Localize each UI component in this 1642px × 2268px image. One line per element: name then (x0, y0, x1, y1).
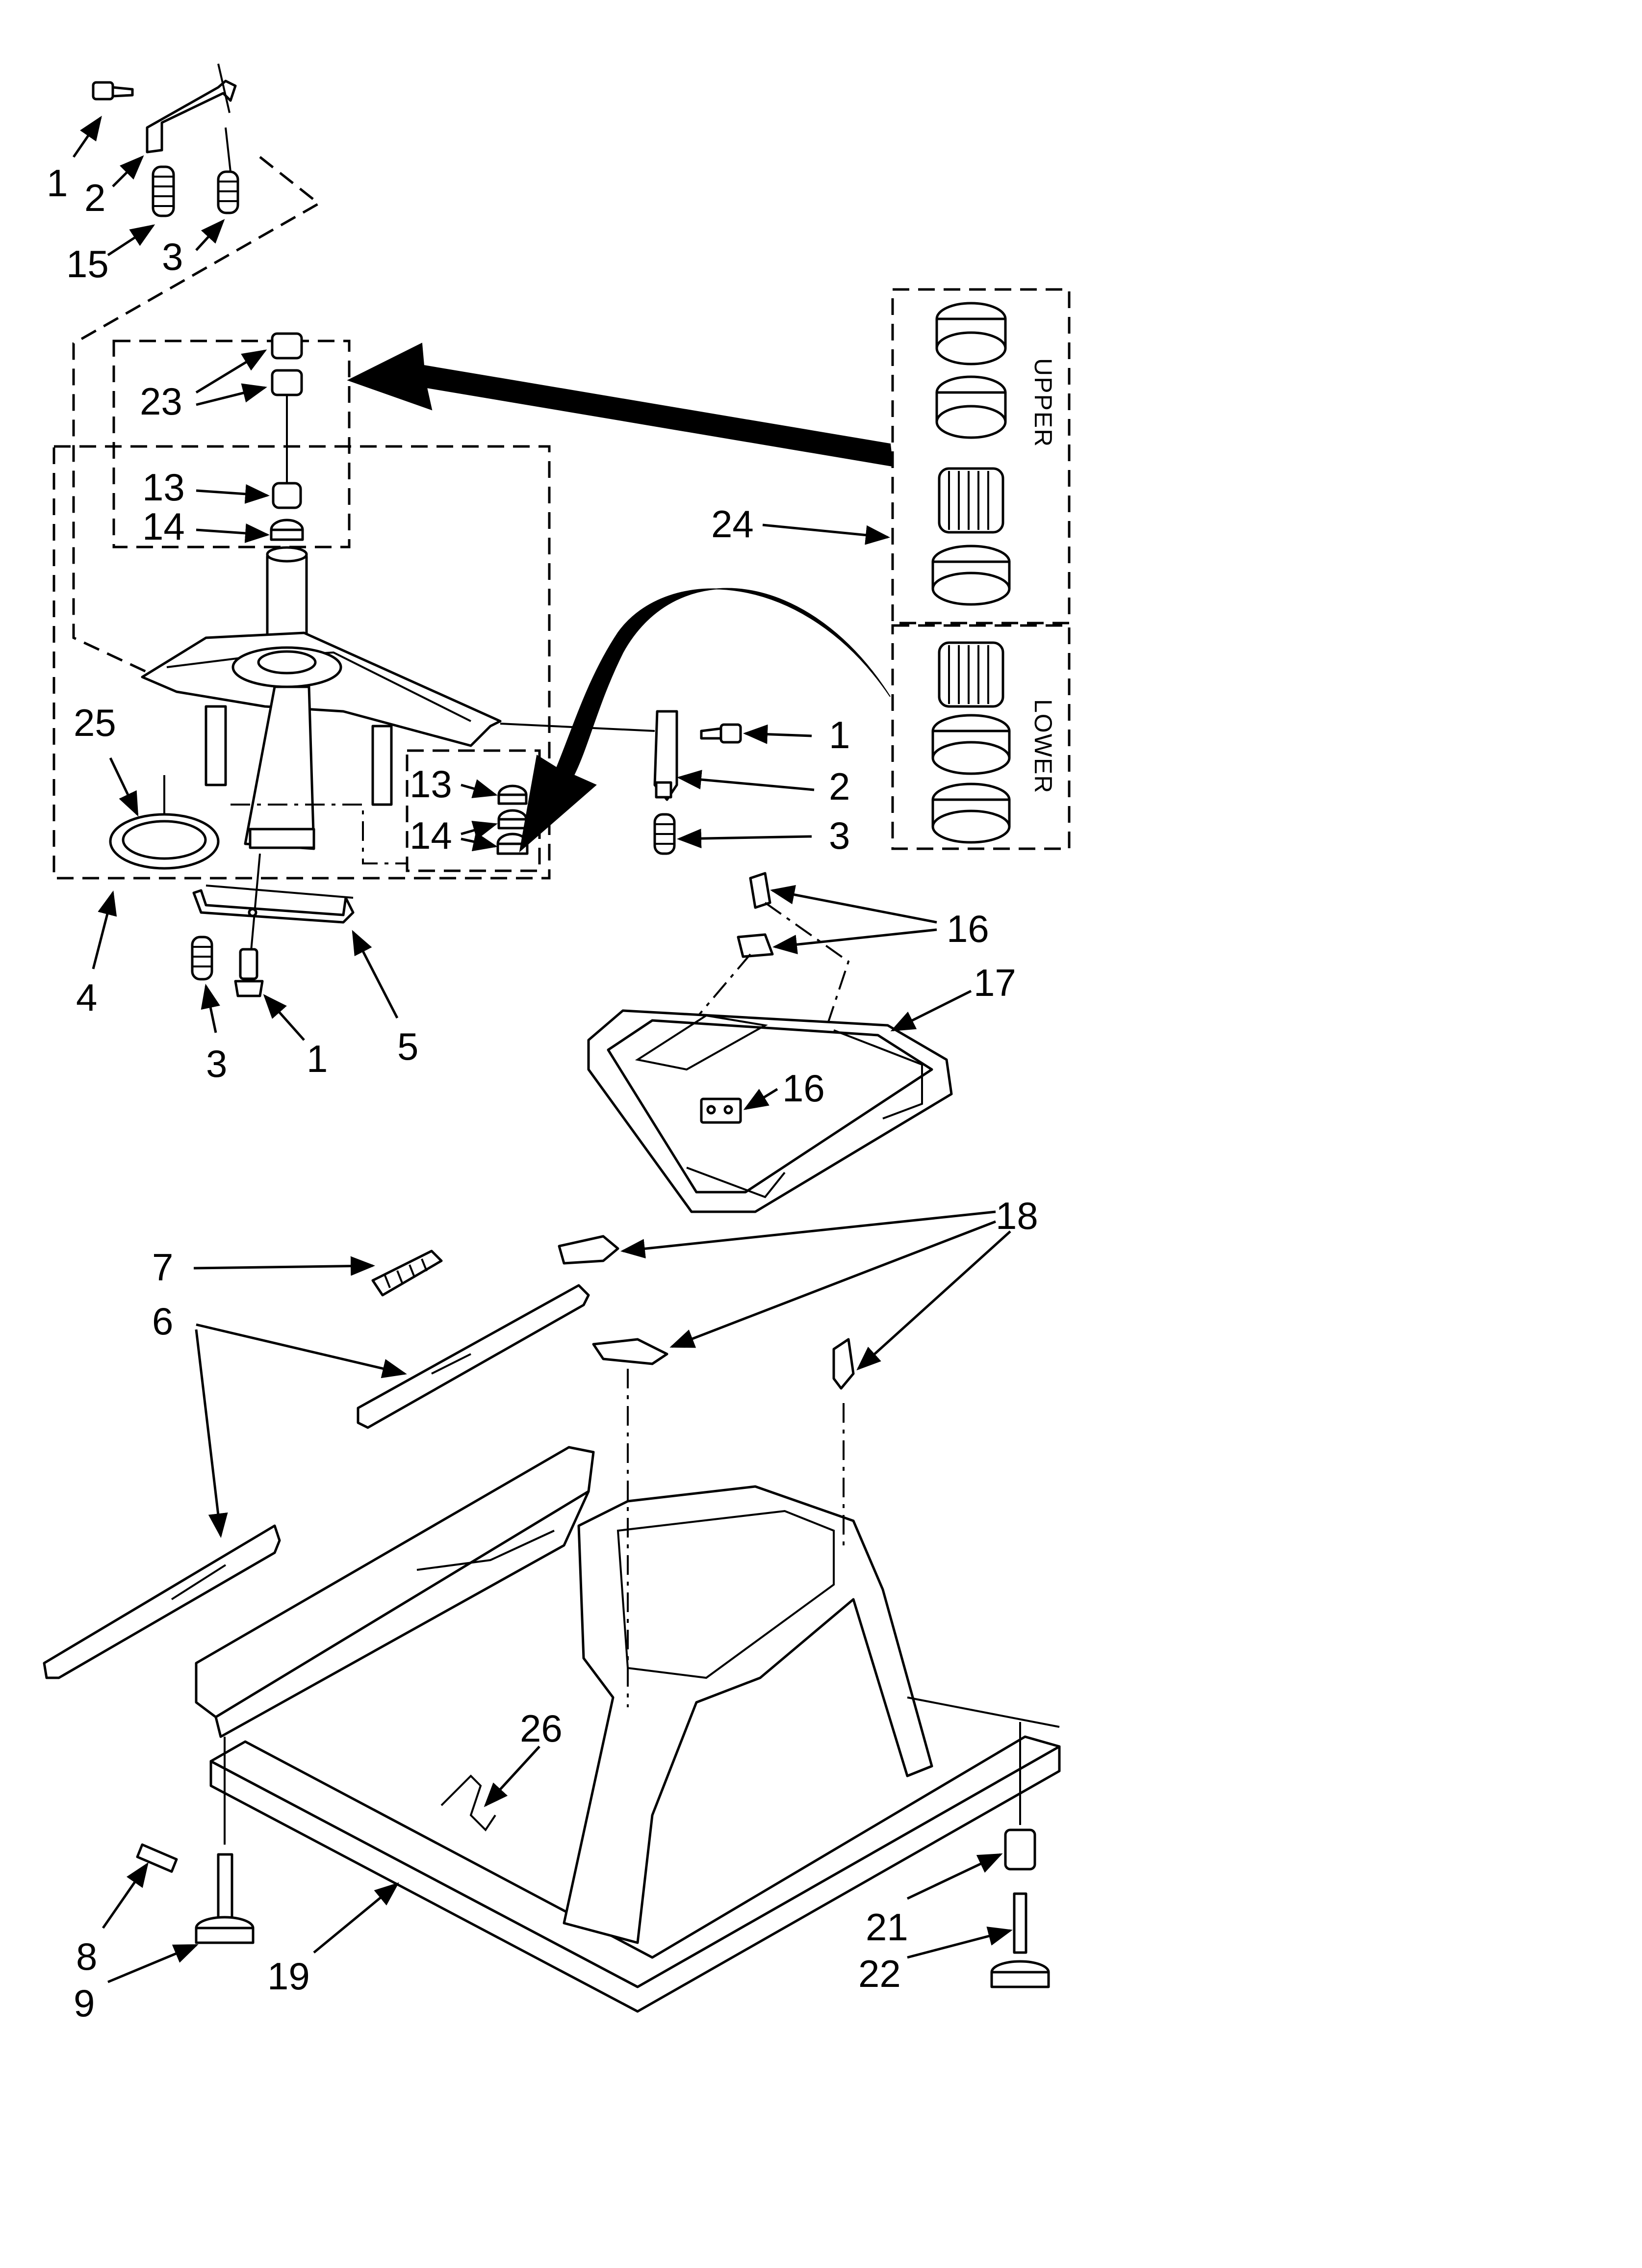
callout-3-bottom: 3 (206, 1042, 227, 1085)
kit-upper-label: UPPER (1029, 358, 1057, 447)
callout-6: 6 (152, 1300, 173, 1343)
callout-8: 8 (76, 1935, 97, 1978)
callout-2-right: 2 (829, 765, 850, 808)
callout-2-top: 2 (84, 176, 105, 219)
callout-25: 25 (74, 701, 116, 744)
bracket-5 (192, 885, 355, 924)
callout-21: 21 (866, 1905, 908, 1949)
ring-25 (109, 813, 220, 870)
callout-14-top: 14 (142, 505, 185, 548)
kit-lower-parts (931, 641, 1011, 844)
callout-26: 26 (520, 1707, 563, 1750)
callout-17: 17 (974, 961, 1016, 1004)
spider-arm-link (500, 723, 655, 732)
pad-16-top (749, 872, 771, 909)
callout-22: 22 (858, 1952, 901, 1995)
pad-18-mid (592, 1338, 668, 1365)
callout-24: 24 (711, 502, 754, 546)
bracket-2-top (146, 63, 237, 154)
callout-labels: 1 2 15 3 23 13 14 25 13 14 4 3 1 5 24 1 … (47, 161, 1038, 2025)
bracket-2-right (653, 710, 678, 801)
leader-lines (72, 115, 1013, 1983)
screw-1-right (700, 723, 742, 744)
top-group-dash-line (72, 156, 321, 674)
callout-13-top: 13 (142, 466, 185, 509)
callout-14-mid: 14 (410, 814, 452, 857)
pad-18-left (558, 1235, 619, 1265)
callout-5: 5 (397, 1025, 418, 1068)
callout-23: 23 (140, 380, 182, 423)
screw-1-bottom (234, 948, 264, 997)
spring-3-bottom (191, 936, 213, 981)
callout-16-top: 16 (947, 907, 989, 950)
callout-3-top: 3 (162, 235, 183, 278)
callout-1-right: 1 (829, 713, 850, 756)
callout-19: 19 (267, 1955, 310, 1998)
pad-18-right (832, 1338, 855, 1390)
pad-16-lower (700, 1097, 742, 1124)
callout-16-mid: 16 (782, 1067, 825, 1110)
spring-7 (371, 1250, 443, 1297)
kit-upper-parts (931, 302, 1011, 606)
callout-1-top: 1 (47, 161, 68, 205)
callout-4: 4 (76, 976, 97, 1019)
suspension-spider-assembly (141, 546, 502, 962)
callout-1-bottom: 1 (307, 1037, 328, 1080)
screw-1-top (92, 81, 134, 101)
lower-kit-arrow (519, 588, 891, 853)
kit-24-upper-box (891, 288, 1071, 625)
kit-lower-label: LOWER (1029, 699, 1057, 794)
rail-6-lower (43, 1524, 281, 1679)
rail-6-upper (357, 1284, 590, 1429)
pad-16-mid (737, 933, 774, 958)
bushing-23-13-14-box (112, 339, 351, 548)
top-bracket-group (72, 63, 321, 674)
upper-kit-arrow (347, 342, 894, 467)
leveling-leg-21-22 (990, 1722, 1050, 1988)
callout-13-mid: 13 (410, 762, 452, 806)
spring-3-right (653, 813, 676, 855)
callout-9: 9 (74, 1981, 95, 2025)
kit-24-lower-box (891, 624, 1071, 850)
base-frame-19 (195, 1446, 1061, 2013)
callout-15: 15 (66, 242, 109, 286)
callout-3-right: 3 (829, 814, 850, 857)
callout-7: 7 (152, 1246, 173, 1289)
spring-15 (152, 165, 175, 217)
basket-frame-17 (587, 1009, 953, 1213)
assembly-4-box (52, 445, 551, 880)
wire-26 (440, 1774, 496, 1832)
spring-3-top (217, 127, 239, 214)
bushing-stack (270, 332, 304, 541)
leveling-leg-8-9 (136, 1737, 255, 1944)
callout-18: 18 (996, 1194, 1038, 1237)
bushing-box-link (231, 804, 407, 864)
